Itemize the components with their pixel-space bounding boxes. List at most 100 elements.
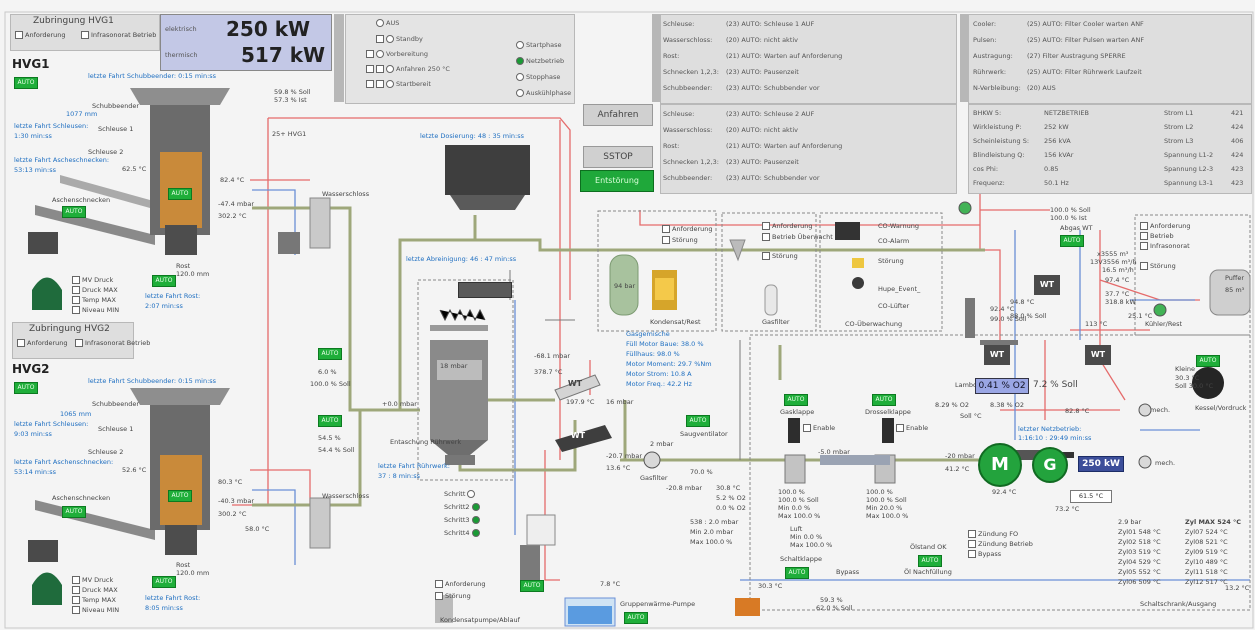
filters-row-1: Pulsen: <box>973 36 997 44</box>
hvg1-ash-auto[interactable]: AUTO <box>62 206 86 218</box>
status2-row-1: Wasserschloss: <box>663 126 713 134</box>
suction-fan-label: Saugventilator <box>680 430 728 438</box>
feed-hvg1-check-run[interactable]: Infrasonorat Betrieb <box>81 31 156 39</box>
oil-refill-auto[interactable]: AUTO <box>918 555 942 567</box>
cyl-right-0: Zyl07 524 °C <box>1185 528 1228 536</box>
hvg2-ash-auto[interactable]: AUTO <box>62 506 86 518</box>
status2-value-3: (23) AUTO: Pausenzeit <box>726 158 799 166</box>
hvg1-actual: 57.3 % Ist <box>274 96 307 104</box>
heat-temp-2: 88.0 % Soll <box>1010 312 1047 320</box>
hvg2-reactor-auto[interactable]: AUTO <box>168 490 192 502</box>
hvg1-ash-last-run-value: 53:13 min:ss <box>14 166 57 174</box>
feed-hvg2-check-run[interactable]: Infrasonorat Betrieb <box>75 339 150 347</box>
status2-value-0: (23) AUTO: Schleuse 2 AUF <box>726 110 815 118</box>
status1-value-1: (20) AUTO: nicht aktiv <box>726 36 799 44</box>
hvg2-auto-button[interactable]: AUTO <box>14 382 38 394</box>
power-display: elektrisch 250 kW thermisch 517 kW <box>160 14 332 71</box>
cooler-label: Kühler/Rest <box>1145 320 1183 328</box>
gas-valve-enable: Enable <box>803 424 835 432</box>
feed-hvg2-check-request[interactable]: Anforderung <box>17 339 68 347</box>
condensate-auto[interactable]: AUTO <box>520 580 544 592</box>
wt-temp: 197.9 °C <box>566 398 595 406</box>
hvg1-grate-auto[interactable]: AUTO <box>152 275 176 287</box>
mode-anfahren[interactable]: Anfahren 250 °C <box>366 63 450 76</box>
hvg2-grate-last-run-value: 8:05 min:ss <box>145 604 183 612</box>
gas-mix-title: Gasgemische <box>626 330 670 338</box>
suction-fan-value: 70.0 % <box>690 468 713 476</box>
elec-right-row-3: Spannung L1-2 <box>1164 151 1214 159</box>
gas-row-1: Füllhaus: 98.0 % <box>626 350 680 358</box>
gas-valve-auto[interactable]: AUTO <box>784 394 808 406</box>
co-warning: CO-Warnung <box>878 222 919 230</box>
hvg1-lock2-label: Schleuse 2 <box>88 148 124 156</box>
heat-exchanger-2: WT <box>1085 345 1111 365</box>
pump-auto[interactable]: AUTO <box>624 612 648 624</box>
mode-stopphase[interactable]: Stopphase <box>516 71 560 84</box>
status1-row-4: Schubbeender: <box>663 84 713 92</box>
anfahren-button[interactable]: Anfahren <box>583 104 653 126</box>
middle-valve2-value: 54.5 % <box>318 434 341 442</box>
elec-value-5: 50.1 Hz <box>1044 179 1069 187</box>
switch-valve-auto[interactable]: AUTO <box>785 567 809 579</box>
filters-row-4: N-Verbleibung: <box>973 84 1021 92</box>
heat-auto[interactable]: AUTO <box>1060 235 1084 247</box>
boiler-label: Kleine <box>1175 365 1195 373</box>
mode-standby[interactable]: Standby <box>376 33 423 46</box>
generator-icon[interactable]: G <box>1032 447 1068 483</box>
middle-auto-2[interactable]: AUTO <box>318 415 342 427</box>
gas-row-2: Motor Moment: 29.7 %Nm <box>626 360 712 368</box>
hvg2-grate-auto[interactable]: AUTO <box>152 576 176 588</box>
elec-value-1: 252 kW <box>1044 123 1069 131</box>
heat-check-3: Störung <box>1140 262 1176 270</box>
generator-power-display: 250 kW <box>1078 456 1124 472</box>
engine-pressure-1: -5.0 mbar <box>818 448 850 456</box>
gasfilter-label: Gasfilter <box>762 318 790 326</box>
mode-vorbereitung[interactable]: Vorbereitung <box>366 48 428 61</box>
hvg2-warn-3: Niveau MIN <box>72 606 119 614</box>
wt-pressure: 16 mbar <box>606 398 634 406</box>
motor-icon[interactable]: M <box>978 443 1022 487</box>
sstop-button[interactable]: SSTOP <box>583 146 653 168</box>
hvg2-grate-value: 120.0 mm <box>176 569 210 577</box>
heat-flow-total: 13V3556 m³/h <box>1090 258 1137 266</box>
throttle-auto[interactable]: AUTO <box>872 394 896 406</box>
lambda-display: 0.41 % O2 <box>975 378 1029 394</box>
entstoerung-button[interactable]: Entstörung <box>580 170 654 192</box>
exhaust-wt-label: Abgas WT <box>1060 224 1093 232</box>
mode-netzbetrieb[interactable]: Netzbetrieb <box>516 55 564 68</box>
mode-startbereit[interactable]: Startbereit <box>366 78 431 91</box>
gas-auto-button[interactable]: AUTO <box>686 415 710 427</box>
water-lock-2-label: Wasserschloss <box>322 492 370 500</box>
gas-pressure: -20.7 mbar <box>606 452 642 460</box>
hvg2-ash-last-run-value: 53:14 min:ss <box>14 468 57 476</box>
status2-row-2: Rost: <box>663 142 680 150</box>
boiler-auto[interactable]: AUTO <box>1196 355 1220 367</box>
mode-startphase[interactable]: Startphase <box>516 39 562 52</box>
middle-auto-1[interactable]: AUTO <box>318 348 342 360</box>
mode-aus[interactable]: AUS <box>376 17 399 30</box>
feed-hvg1-check-request[interactable]: Anforderung <box>15 31 66 39</box>
heat-exchanger-3: WT <box>1034 275 1060 295</box>
gas-valve-value: 100.0 % <box>778 488 805 496</box>
stirrer-last-run-label: letzte Fahrt Rührwerk: <box>378 462 450 470</box>
status1-row-1: Wasserschloss: <box>663 36 713 44</box>
boiler-setpoint: Soll 30.0 °C <box>1175 382 1214 390</box>
oil-refill-label: Öl Nachfüllung <box>904 568 952 576</box>
elec-right-row-1: Strom L2 <box>1164 123 1194 131</box>
mode-auskuehlphase[interactable]: Auskühlphase <box>516 87 571 100</box>
filters-row-2: Austragung: <box>973 52 1013 60</box>
heat-check-2: Infrasonorat <box>1140 242 1190 250</box>
hvg1-temp-3: 302.2 °C <box>218 212 247 220</box>
deashing-label: Entaschung Rührwerk <box>390 438 462 446</box>
cyl-left-6: Zyl06 509 °C <box>1118 578 1161 586</box>
filters-row-0: Cooler: <box>973 20 997 28</box>
throttle-min: Min 20.0 % <box>866 504 903 512</box>
hvg1-reactor-auto[interactable]: AUTO <box>168 188 192 200</box>
cylinder-max: Zyl MAX 524 °C <box>1185 518 1242 526</box>
hvg1-auto-button[interactable]: AUTO <box>14 77 38 89</box>
hvg2-pusher-last-run: letzte Fahrt Schubbeender: 0:15 min:ss <box>88 377 217 385</box>
bypass-value: 59.3 % <box>820 596 843 604</box>
hvg2-temp-2: 80.3 °C <box>218 478 243 486</box>
feed-hvg1-panel: Zubringung HVG1 Anforderung Infrasonorat… <box>10 14 160 51</box>
hvg1-warn-0: MV Druck <box>72 276 113 284</box>
